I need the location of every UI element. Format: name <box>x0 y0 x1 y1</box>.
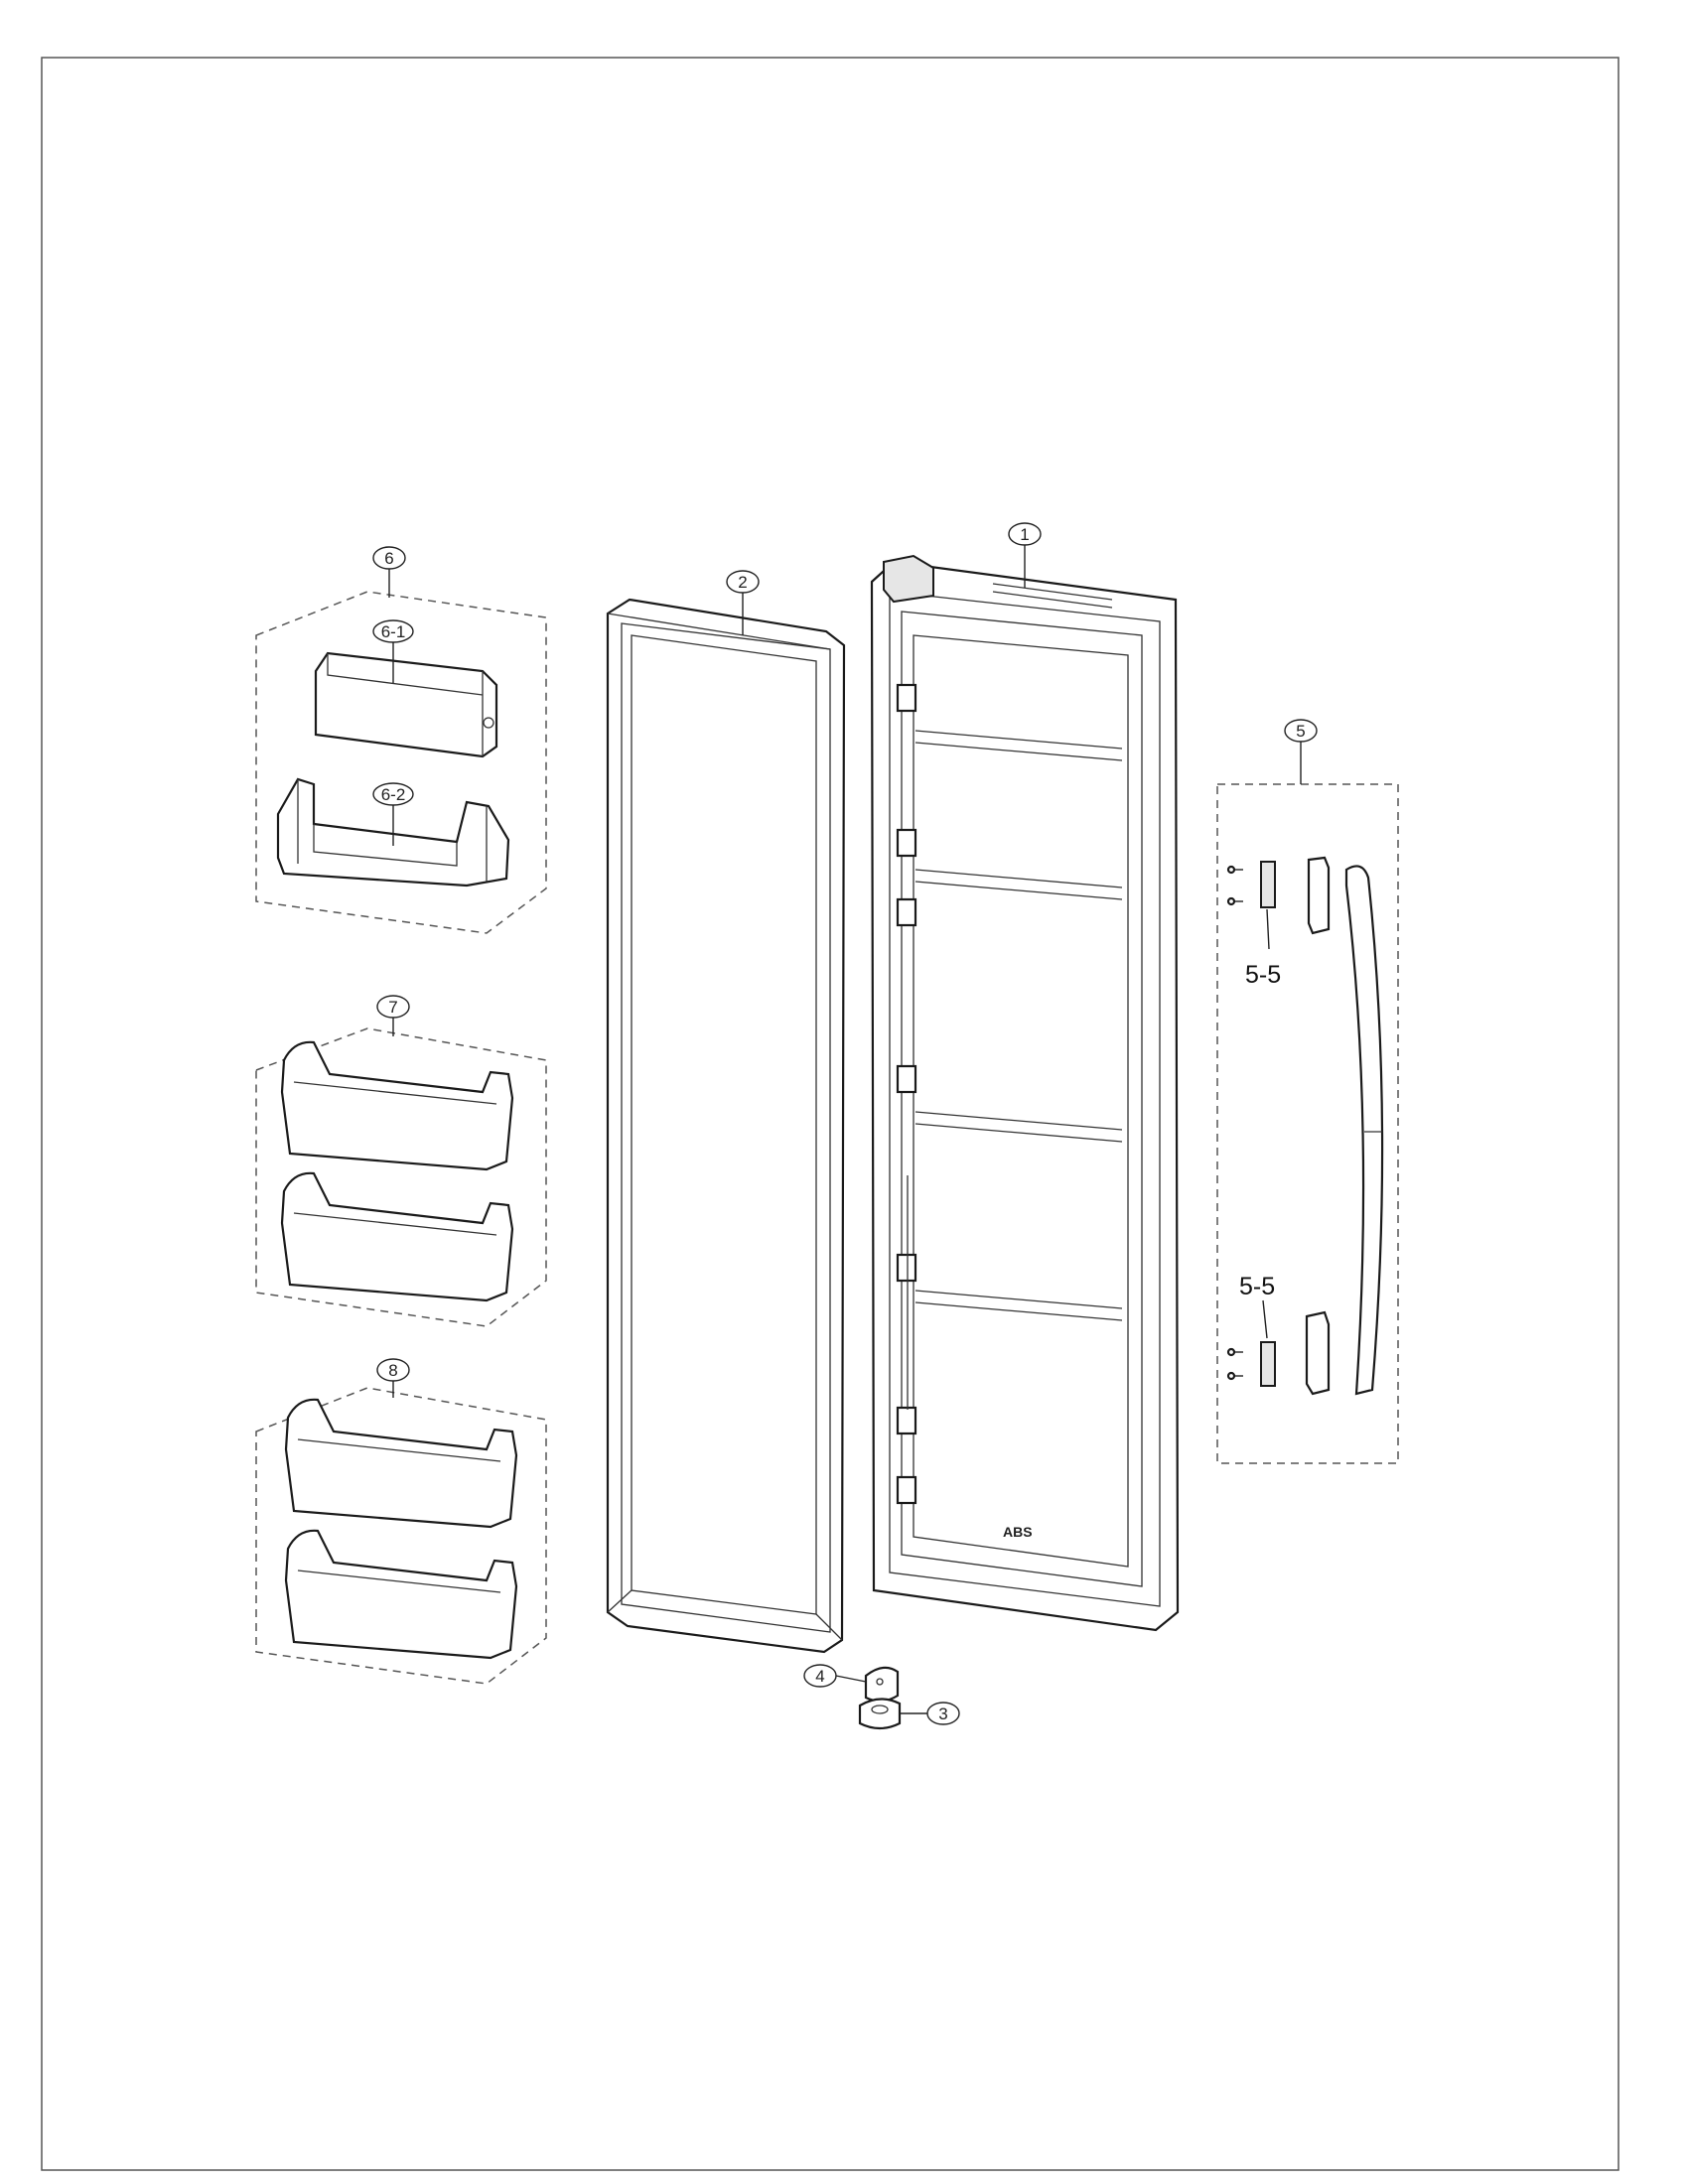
svg-text:3: 3 <box>938 1705 947 1723</box>
group-7-door-bins <box>255 1027 547 1327</box>
callout-1: 1 <box>1008 522 1042 588</box>
handle-end-cap-bottom <box>1305 1310 1331 1396</box>
part-1-door-assembly: ABS <box>870 554 1180 1632</box>
part-6-1-cover <box>314 651 498 758</box>
part-6-2-bin <box>276 777 510 887</box>
callout-7: 7 <box>376 995 410 1036</box>
part-2-door-gasket <box>606 598 846 1654</box>
handle-mount-bottom <box>1260 1341 1276 1387</box>
callout-6-1: 6-1 <box>372 619 414 683</box>
svg-text:6: 6 <box>384 549 393 568</box>
door-liner-mark: ABS <box>1003 1524 1033 1540</box>
subpart-5-5-label-bottom: 5-5 <box>1239 1273 1275 1300</box>
handle-bar <box>1344 865 1384 1396</box>
page-border <box>41 57 1619 2171</box>
top-hinge-bracket <box>883 554 934 604</box>
part-3-hinge-cap <box>858 1698 902 1730</box>
subpart-5-5-label-top: 5-5 <box>1245 961 1281 989</box>
svg-text:7: 7 <box>388 998 397 1017</box>
callout-5: 5 <box>1284 719 1318 784</box>
part-4-hinge-bushing <box>864 1666 900 1703</box>
group-5-handle-assembly: 5-5 5-5 <box>1216 783 1399 1464</box>
group-6-dashed-outline <box>255 591 547 934</box>
svg-text:6-2: 6-2 <box>381 785 406 804</box>
door-shelf-rails <box>914 730 1123 1321</box>
svg-text:2: 2 <box>738 573 747 592</box>
part-8-bin-lower <box>284 1529 518 1660</box>
svg-text:1: 1 <box>1020 525 1029 544</box>
svg-text:8: 8 <box>388 1361 397 1380</box>
group-7-dashed-outline <box>255 1027 547 1327</box>
handle-end-cap-top <box>1307 856 1331 935</box>
group-5-dashed-outline <box>1216 783 1399 1464</box>
group-6-door-guard-assembly <box>255 591 547 934</box>
callout-4: 4 <box>803 1664 867 1688</box>
handle-mount-top <box>1260 861 1276 908</box>
group-8-dashed-outline <box>255 1387 547 1685</box>
shelf-clips <box>896 683 917 1505</box>
callout-6-2: 6-2 <box>372 782 414 846</box>
part-7-bin-lower <box>280 1171 514 1302</box>
handle-screws-top <box>1226 865 1243 906</box>
svg-text:6-1: 6-1 <box>381 622 406 641</box>
part-8-bin-upper <box>284 1398 518 1529</box>
callout-8: 8 <box>376 1358 410 1398</box>
svg-text:5: 5 <box>1296 722 1305 741</box>
callout-6: 6 <box>372 546 406 598</box>
group-8-door-bins <box>255 1387 547 1685</box>
svg-text:4: 4 <box>815 1667 824 1686</box>
callout-2: 2 <box>726 570 760 635</box>
part-7-bin-upper <box>280 1040 514 1171</box>
callout-3: 3 <box>900 1702 960 1725</box>
handle-screws-bottom <box>1226 1347 1243 1381</box>
